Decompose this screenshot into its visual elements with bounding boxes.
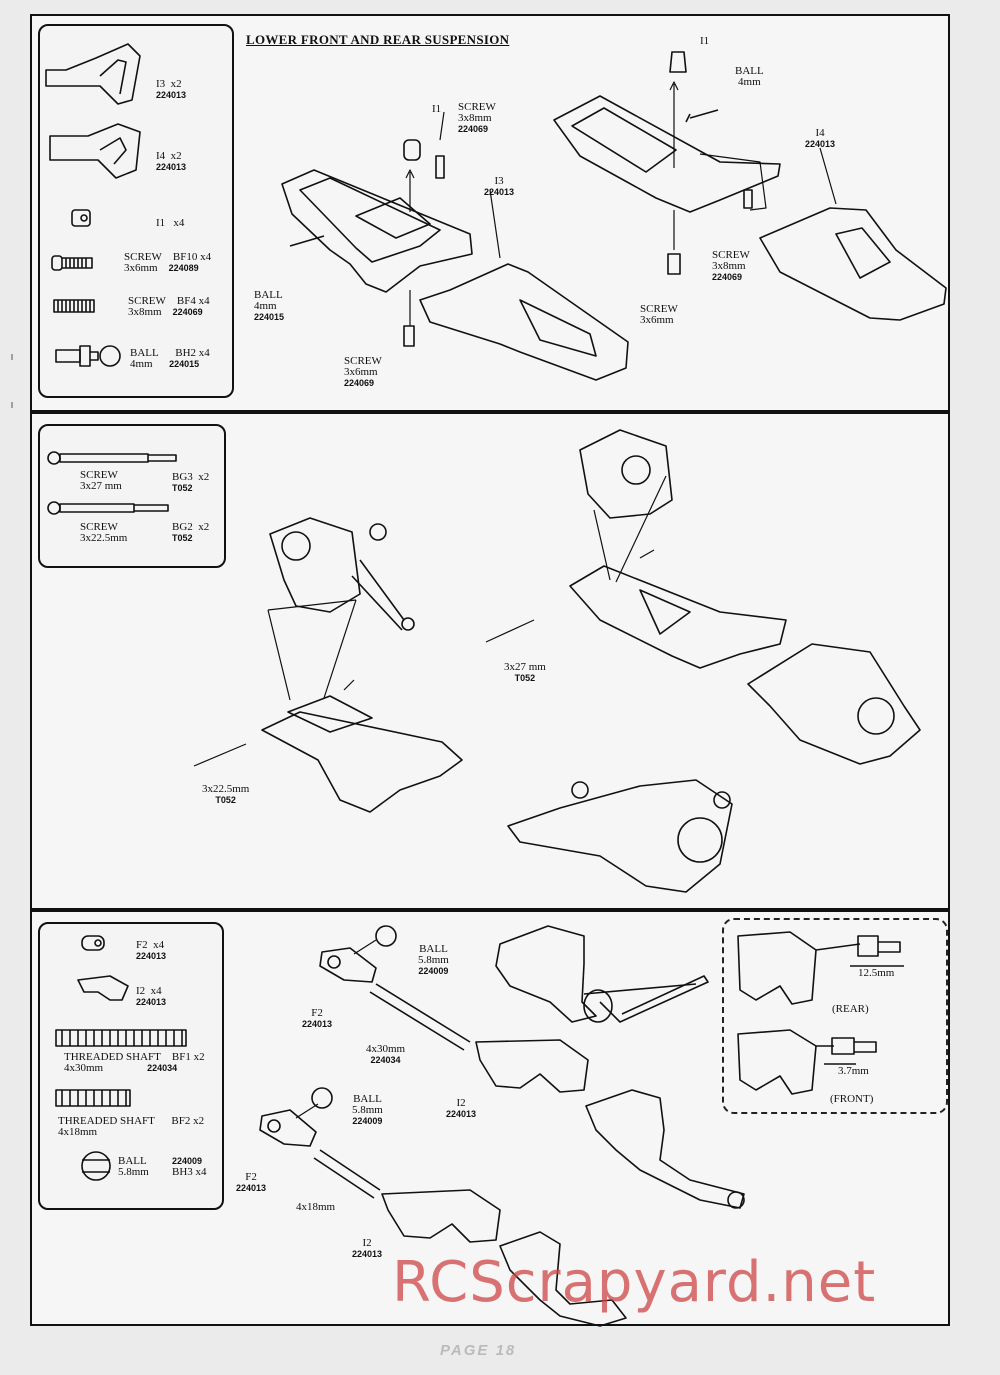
i3-arm-icon: [45, 43, 141, 105]
threaded-shaft-4x30-exploded: [369, 983, 471, 1051]
part-screw-3x6: SCREW BF10 x4 3x6mm 224089: [124, 251, 212, 274]
part-i1: I1 x4: [156, 217, 185, 229]
front-hub-assembly: [269, 517, 415, 631]
part-i3: I3 x2 224013: [156, 78, 187, 101]
panel1-arrows: [405, 81, 837, 326]
ball-5.8-icon: [81, 1151, 111, 1181]
rear-arm-panel2: [569, 565, 787, 669]
page-number: PAGE 18: [440, 1342, 517, 1359]
callout-i1-a: I1: [432, 103, 442, 115]
watermark: RCScrapyard.net: [392, 1250, 877, 1315]
rear-hub-bottom: [507, 779, 733, 893]
hex-wrench: [583, 975, 709, 1023]
part-i4: I4 x2 224013: [156, 150, 187, 173]
part-screw-3x8: SCREW BF4 x4 3x8mm 224069: [128, 295, 210, 318]
upper-link-f2-b: [259, 1109, 317, 1147]
ball-4mm-icon: [55, 345, 121, 367]
callout-shaft-4x18: 4x18mm: [296, 1201, 336, 1213]
part-ball-4mm: BALL BH2 x4 4mm 224015: [130, 347, 210, 370]
f2-icon: [81, 935, 105, 951]
rear-label: (REAR): [832, 1003, 869, 1015]
screw-3x6-icon: [51, 255, 93, 271]
upper-arm-i2-a: [475, 1039, 589, 1093]
link-length-inset: [722, 918, 948, 1114]
ball-5.8-b: [311, 1087, 333, 1109]
ball-5.8-a: [375, 925, 397, 947]
rear-lower-arm-a: [553, 95, 781, 213]
i1-icon: [71, 209, 91, 227]
threaded-shaft-4x18-icon: [55, 1089, 131, 1107]
front-lower-arm-b: [419, 263, 629, 381]
upper-arm-i2-b: [381, 1189, 501, 1243]
panel3-arrows: [295, 939, 377, 1119]
upper-arm-i2-top: [495, 925, 697, 1023]
part-threaded-shaft-4x18: THREADED SHAFT BF2 x2 4x18mm: [58, 1115, 205, 1138]
upper-arm-assembled-right: [585, 1089, 745, 1209]
rear-hub-assembly: [579, 429, 673, 519]
i4-arm-icon: [49, 123, 141, 179]
part-threaded-shaft-4x30: THREADED SHAFT BF1 x2 4x30mm 224034: [64, 1051, 205, 1074]
upper-link-f2-a: [319, 947, 377, 983]
panel1-hardware: [289, 51, 753, 347]
screw-3x8-icon: [53, 299, 95, 313]
threaded-shaft-4x30-icon: [55, 1029, 187, 1047]
rear-knuckle-panel2: [747, 643, 921, 765]
front-lower-arm-a: [281, 169, 473, 293]
front-dimension: 3.7mm: [838, 1065, 869, 1077]
i2-icon: [77, 975, 129, 1001]
screw-3x27-icon: [47, 451, 177, 465]
callout-ball-4mm-b: BALL 4mm: [735, 65, 764, 88]
rear-dimension: 12.5mm: [858, 967, 895, 979]
parts-list-panel3: [38, 922, 224, 1210]
rear-lower-arm-b: [759, 207, 947, 321]
front-arm-panel2: [261, 695, 463, 813]
parts-list-panel2: [38, 424, 226, 568]
callout-i1-b: I1: [700, 35, 710, 47]
panel2-connector-lines: [193, 475, 667, 767]
callout-screw-3x6-b: SCREW 3x6mm: [640, 303, 678, 326]
front-link-measure: [737, 1029, 877, 1095]
front-label: (FRONT): [830, 1093, 874, 1105]
panel1-title: LOWER FRONT AND REAR SUSPENSION: [246, 32, 510, 47]
screw-3x22-icon: [47, 501, 169, 515]
upper-arm-assembled-bottom: [499, 1231, 627, 1327]
rear-link-measure: [737, 931, 904, 1005]
threaded-shaft-4x18-exploded: [313, 1149, 381, 1199]
